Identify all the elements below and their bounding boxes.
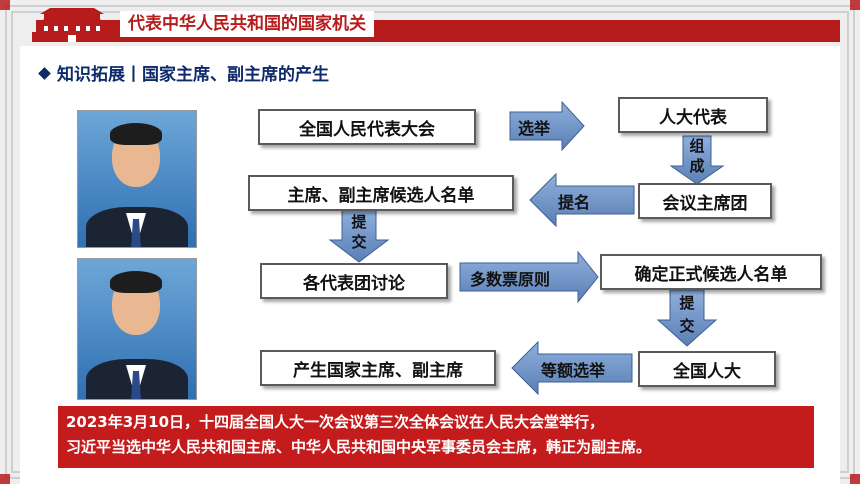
- arrow-label-form-1: 组: [689, 137, 705, 155]
- arrow-left-equal: [511, 340, 633, 396]
- arrow-down-submit1: [328, 209, 390, 263]
- arrow-label-nominate: 提名: [558, 193, 591, 212]
- arrow-label-majority: 多数票原则: [470, 270, 551, 289]
- box-final-list: 确定正式候选人名单: [600, 254, 822, 290]
- arrow-down-submit2: [656, 289, 718, 347]
- box-deputies: 人大代表: [618, 97, 768, 133]
- tiananmen-icon: [32, 8, 112, 42]
- box-candidates: 主席、副主席候选人名单: [248, 175, 514, 211]
- subtitle-text: 知识拓展丨国家主席、副主席的产生: [57, 65, 329, 85]
- arrow-label-form-2: 成: [689, 157, 705, 175]
- box-npc: 全国人民代表大会: [258, 109, 476, 145]
- footer-note: 2023年3月10日，十四届全国人大一次会议第三次全体会议在人民大会堂举行， 习…: [58, 406, 814, 468]
- arrow-label-submit1-2: 交: [351, 233, 367, 251]
- footer-line-2: 习近平当选中华人民共和国主席、中华人民共和国中央军事委员会主席，韩正为副主席。: [66, 438, 652, 456]
- box-result: 产生国家主席、副主席: [260, 350, 496, 386]
- box-presidium: 会议主席团: [638, 183, 772, 219]
- box-full-npc: 全国人大: [638, 351, 776, 387]
- arrow-right-elect: [509, 100, 585, 152]
- arrow-right-majority: [459, 250, 599, 304]
- portrait-photo-vice-president: [77, 258, 197, 400]
- footer-line-1: 2023年3月10日，十四届全国人大一次会议第三次全体会议在人民大会堂举行，: [66, 413, 605, 431]
- box-delegations: 各代表团讨论: [260, 263, 448, 299]
- section-subtitle: 知识拓展丨国家主席、副主席的产生: [38, 60, 329, 85]
- arrow-label-submit2-1: 提: [679, 294, 695, 312]
- portrait-photo-president: [77, 110, 197, 248]
- arrow-left-nominate: [529, 172, 635, 228]
- arrow-label-submit1-1: 提: [351, 213, 367, 231]
- arrow-label-equal-election: 等额选举: [541, 361, 606, 380]
- arrow-label-submit2-2: 交: [679, 317, 695, 335]
- arrow-label-elect: 选举: [518, 119, 551, 138]
- page-title: 代表中华人民共和国的国家机关: [120, 11, 374, 37]
- arrow-down-form: [669, 135, 725, 185]
